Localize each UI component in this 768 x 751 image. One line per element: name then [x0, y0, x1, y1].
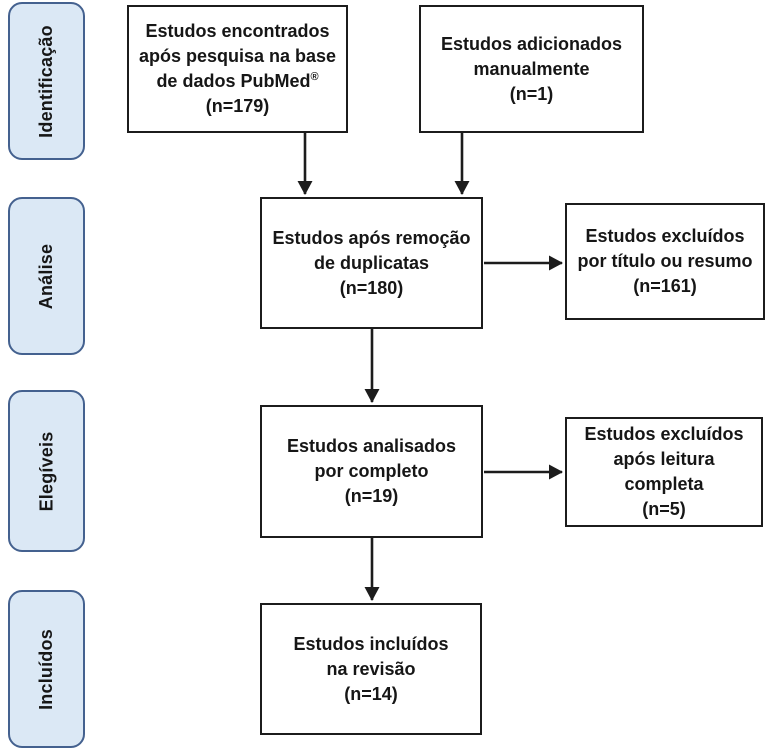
box-pubmed-search-results: Estudos encontrados após pesquisa na bas… [127, 5, 348, 133]
box-text-line: de duplicatas [313, 252, 430, 273]
phase-label-incluidos: Incluídos [8, 590, 85, 748]
phase-label-text: Análise [36, 243, 56, 309]
box-text-line: de dados PubMed® [156, 69, 318, 94]
box-count: (n=161) [633, 276, 697, 296]
phase-label-text: Identificação [36, 24, 57, 138]
box-text-line: Estudos analisados [286, 436, 457, 456]
box-excluded-after-full-reading: Estudos excluídos após leitura completa … [565, 417, 763, 527]
box-text-line: Estudos após remoção [272, 227, 471, 248]
box-text-line: após leitura [613, 449, 715, 469]
box-text-line: por título ou resumo [577, 251, 753, 271]
box-count: (n=179) [205, 96, 270, 116]
box-count: (n=1) [509, 83, 554, 104]
box-text-line: manualmente [473, 58, 590, 79]
phase-label-text: Incluídos [36, 628, 56, 710]
phase-label-text: Elegíveis [36, 431, 57, 511]
box-after-duplicate-removal: Estudos após remoção de duplicatas (n=18… [260, 197, 483, 329]
box-count: (n=19) [344, 486, 399, 506]
box-count: (n=5) [642, 499, 686, 519]
box-manually-added-studies: Estudos adicionados manualmente (n=1) [419, 5, 644, 133]
box-text-line: de dados PubMed [156, 71, 311, 91]
registered-trademark-symbol: ® [310, 71, 319, 83]
phase-label-identificacao: Identificação [8, 2, 85, 160]
box-included-in-review: Estudos incluídos na revisão (n=14) [260, 603, 482, 735]
phase-label-analise: Análise [8, 197, 85, 355]
box-text-line: na revisão [326, 658, 416, 679]
box-text-line: Estudos adicionados [440, 33, 623, 54]
box-count: (n=180) [339, 277, 404, 298]
box-text-line: Estudos incluídos [293, 633, 449, 654]
box-text-line: após pesquisa na base [138, 46, 337, 66]
box-excluded-by-title-abstract: Estudos excluídos por título ou resumo (… [565, 203, 765, 320]
box-fully-analysed-studies: Estudos analisados por completo (n=19) [260, 405, 483, 538]
box-text-line: Estudos excluídos [584, 424, 744, 444]
box-text-line: Estudos encontrados [145, 21, 330, 41]
box-text-line: completa [624, 474, 704, 494]
phase-label-elegiveis: Elegíveis [8, 390, 85, 552]
box-text-line: Estudos excluídos [585, 226, 745, 246]
box-count: (n=14) [344, 683, 398, 704]
box-text-line: por completo [314, 461, 429, 481]
